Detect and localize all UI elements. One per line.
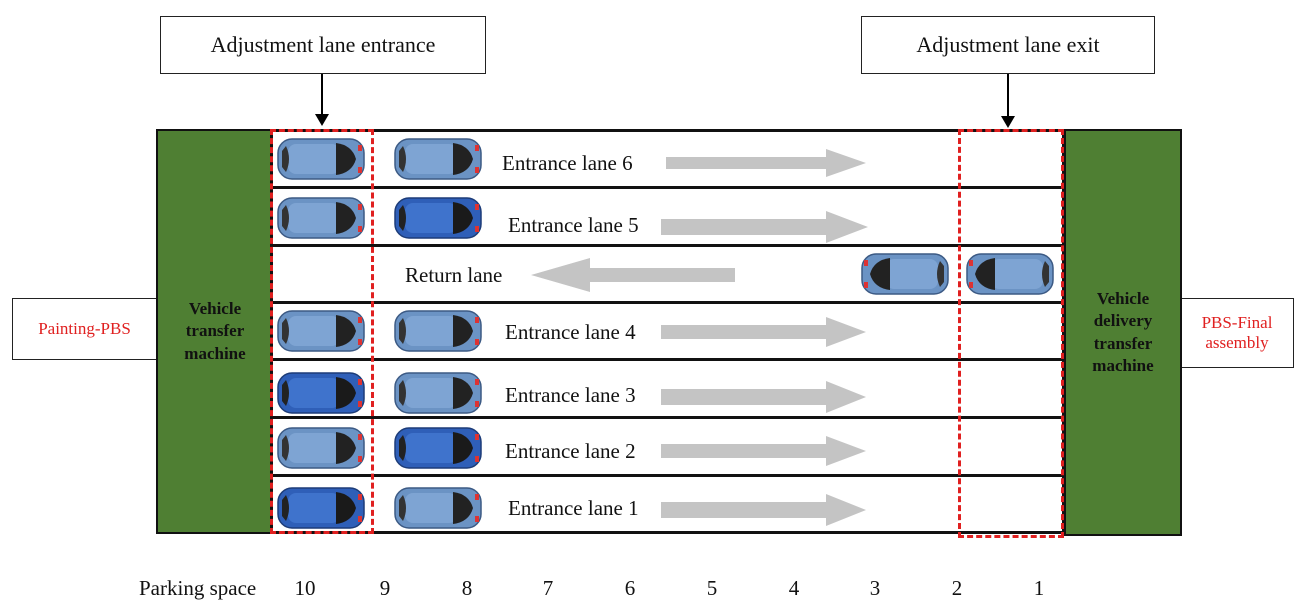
lane-label-4: Entrance lane 4 [505, 320, 636, 344]
lane-label-3: Entrance lane 3 [505, 383, 636, 407]
lane-divider [270, 474, 1065, 477]
parking-space-1: 1 [1033, 576, 1045, 600]
exit-arrow [1001, 74, 1015, 128]
lane-divider [270, 244, 1065, 247]
parking-space-10: 10 [294, 576, 316, 600]
parking-space-7: 7 [542, 576, 554, 600]
parking-space-8: 8 [461, 576, 473, 600]
vehicle-transfer-machine: Vehicle transfer machine [156, 129, 274, 534]
assembly-label: assembly [1205, 333, 1269, 352]
parking-space-5: 5 [706, 576, 718, 600]
car [394, 197, 482, 239]
parking-space-6: 6 [624, 576, 636, 600]
adjustment-entrance-label: Adjustment lane entrance [210, 32, 436, 57]
machine-left-line3: machine [184, 343, 246, 363]
car [862, 254, 948, 294]
machine-right-line3: transfer [1093, 333, 1153, 353]
car [394, 138, 482, 180]
lane6-arrow [666, 149, 866, 177]
adjustment-entrance-zone [270, 129, 374, 534]
adjustment-entrance-callout: Adjustment lane entrance [160, 16, 486, 74]
machine-right-line2: delivery [1093, 311, 1153, 331]
painting-pbs-label: Painting-PBS [38, 319, 131, 339]
lane-label-5: Entrance lane 5 [508, 213, 639, 237]
car [394, 310, 482, 352]
lane-divider [270, 301, 1065, 304]
parking-space-label: Parking space [139, 576, 257, 600]
lane3-arrow [661, 381, 866, 413]
painting-pbs-label-box: Painting-PBS [12, 298, 157, 360]
lane-label-return: Return lane [405, 263, 503, 287]
lane5-arrow [661, 211, 868, 243]
return-arrow [531, 258, 735, 292]
lane4-arrow [661, 317, 866, 347]
car [394, 487, 482, 529]
machine-right-line4: machine [1092, 355, 1154, 375]
parking-space-4: 4 [788, 576, 800, 600]
adjustment-exit-callout: Adjustment lane exit [861, 16, 1155, 74]
adjustment-exit-zone [958, 129, 1064, 538]
lane2-arrow [661, 436, 866, 466]
adjustment-exit-label: Adjustment lane exit [916, 32, 1100, 57]
lane-divider [270, 416, 1065, 419]
lane-divider [270, 186, 1065, 189]
parking-space-2: 2 [951, 576, 963, 600]
lane-label-6: Entrance lane 6 [502, 151, 633, 175]
machine-left-line1: Vehicle [188, 299, 242, 319]
machine-right-line1: Vehicle [1096, 289, 1150, 309]
lane-label-1: Entrance lane 1 [508, 496, 639, 520]
parking-space-9: 9 [379, 576, 391, 600]
pbs-final-label: PBS-Final [1201, 313, 1273, 333]
parking-space-3: 3 [869, 576, 881, 600]
vehicle-delivery-transfer-machine: Vehicle delivery transfer machine [1064, 129, 1182, 536]
lane1-arrow [661, 494, 866, 526]
lane-divider [270, 358, 1065, 361]
car [394, 427, 482, 469]
entrance-arrow [315, 74, 329, 126]
car [394, 372, 482, 414]
machine-left-line2: transfer [185, 321, 245, 341]
lane-label-2: Entrance lane 2 [505, 439, 636, 463]
